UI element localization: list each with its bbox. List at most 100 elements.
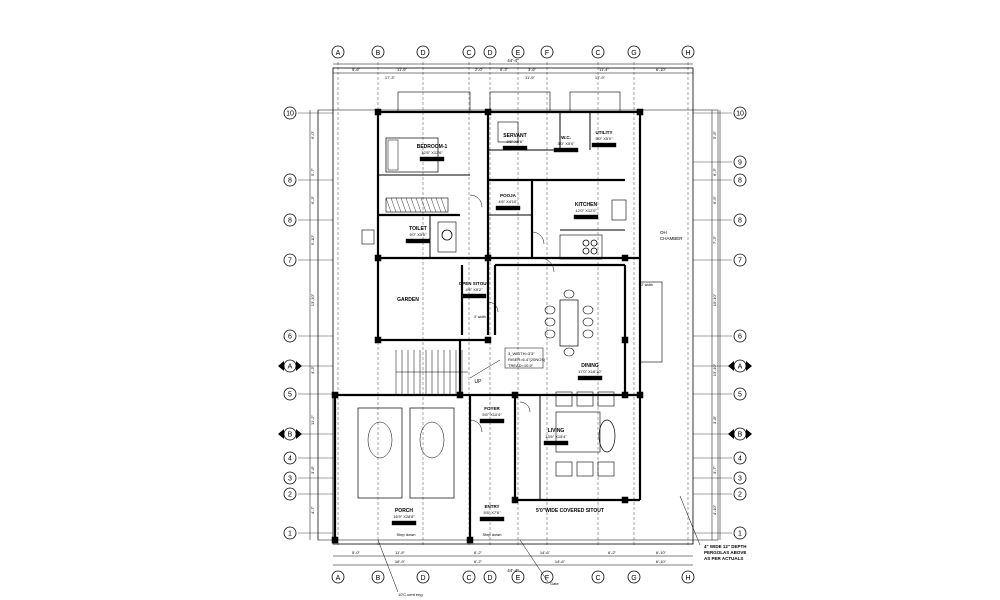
toilet-fixture xyxy=(437,221,457,253)
section-marker xyxy=(278,361,302,371)
room-size-porch: 16'9" X28'8" xyxy=(393,514,415,519)
room-size-dining: 17'0" X16'10" xyxy=(578,369,602,374)
dimension-bottom-2: 6'-10" xyxy=(656,559,667,564)
chair xyxy=(582,329,594,339)
grid-label-right: A xyxy=(738,364,743,371)
grid-label-right: 7 xyxy=(738,258,742,265)
grid-label-left: 1 xyxy=(288,531,292,538)
grid-label-top: E xyxy=(516,50,521,57)
stove-burner xyxy=(590,247,598,255)
tag-box xyxy=(495,205,521,211)
grid-label-left: 5 xyxy=(288,392,292,399)
room-name-porch: PORCH xyxy=(395,508,413,514)
column xyxy=(466,536,474,544)
dimension-bottom-2: 6'-2" xyxy=(474,559,483,564)
room-name-foyer: FOYER xyxy=(484,406,500,411)
door-swing xyxy=(539,257,555,273)
leader-line xyxy=(519,539,549,583)
grid-bubble-right xyxy=(733,155,747,169)
grid-label-right: 4 xyxy=(738,456,742,463)
tag-box xyxy=(479,516,505,522)
dimension-right: 4'-10" xyxy=(712,504,717,515)
chair xyxy=(563,347,575,357)
kitchen-counter xyxy=(559,234,603,260)
grid-bubble-left xyxy=(283,487,297,501)
hatch xyxy=(430,197,437,213)
hatch xyxy=(395,197,402,213)
grid-bubble-left xyxy=(283,253,297,267)
chair xyxy=(582,317,594,327)
pillows xyxy=(387,139,399,171)
grid-label-left: 8 xyxy=(288,218,292,225)
dimension-left: 6'-0" xyxy=(310,130,315,139)
column xyxy=(621,496,629,504)
sofa-seat xyxy=(597,461,615,477)
column xyxy=(331,536,339,544)
grid-bubble-bottom xyxy=(371,570,385,584)
bed xyxy=(385,137,439,173)
grid-bubble-left xyxy=(283,106,297,120)
step-down-note: Step down xyxy=(483,532,502,537)
door-swing xyxy=(519,401,531,413)
room-name-wc: W.C. xyxy=(561,135,571,140)
dimension-bottom-2: 16'-9" xyxy=(395,559,406,564)
window-bay xyxy=(397,91,471,113)
chair xyxy=(582,305,594,315)
gate-note: Gate xyxy=(550,581,559,586)
grid-label-left: A xyxy=(288,364,293,371)
leader-line xyxy=(377,539,399,593)
room-size-entry: 5'6" X7'6" xyxy=(483,510,501,515)
dimension-top: 6'-3" xyxy=(500,67,509,72)
grid-bubble-left xyxy=(283,471,297,485)
column xyxy=(484,336,492,344)
dimension-right: 3'-7" xyxy=(712,465,717,474)
grid-label-right: 1 xyxy=(738,531,742,538)
chair xyxy=(563,289,575,299)
grid-bubble-right xyxy=(733,213,747,227)
grid-bubble-top xyxy=(540,45,554,59)
room-size-wc: 3'0" X5'0" xyxy=(557,141,575,146)
grid-label-bottom: E xyxy=(516,575,521,582)
labels-layer: AABBDDCCDDEEFFCCGGHH108876A5B43211098876… xyxy=(286,50,746,597)
section-marker xyxy=(278,429,302,439)
room-size-toilet: 9'0" X5'0" xyxy=(409,232,427,237)
grid-bubble-right xyxy=(733,253,747,267)
grid-label-top: A xyxy=(336,50,341,57)
dimension-left: 5'-10" xyxy=(310,234,315,245)
stair-note-box xyxy=(504,347,544,369)
room-name-covered_sitout: 5'0"WIDE COVERED SITOUT xyxy=(536,508,604,514)
door-swing xyxy=(487,301,499,313)
dimension-top: 11'-9" xyxy=(397,67,407,72)
grid-bubble-right xyxy=(733,387,747,401)
dimension-right: 5'-5" xyxy=(712,130,717,139)
grid-bubble-top xyxy=(591,45,605,59)
grid-bubble-top xyxy=(416,45,430,59)
stair-note: 3_WIDTH=3'3" xyxy=(508,351,535,356)
section-marker xyxy=(728,361,752,371)
hatch xyxy=(420,197,427,213)
dimension-left: 6'-3" xyxy=(310,195,315,204)
dimension-bottom: 6'-10" xyxy=(656,550,667,555)
grid-bubble-right xyxy=(733,451,747,465)
tag-box xyxy=(391,520,417,526)
grid-label-right: 10 xyxy=(736,111,744,118)
room-name-bedroom: BEDROOM-1 xyxy=(417,144,448,150)
column xyxy=(636,108,644,116)
dimension-right: 6'-3" xyxy=(712,167,717,176)
column xyxy=(484,254,492,262)
grid-bubble-top xyxy=(627,45,641,59)
dimension-right: 13'-10" xyxy=(712,363,717,376)
wc-bowl xyxy=(441,229,453,241)
hatch xyxy=(405,197,412,213)
pergola-note: AS PER ACTUALS xyxy=(704,556,743,561)
pergola-note: PERGOLAS ABOVE xyxy=(704,550,746,555)
grid-label-left: 4 xyxy=(288,456,292,463)
hatch xyxy=(435,197,442,213)
room-name-kitchen: KITCHEN xyxy=(575,202,598,208)
grid-bubble-right xyxy=(733,487,747,501)
grid-label-top: C xyxy=(466,50,471,57)
hatch xyxy=(410,197,417,213)
grid-label-right: 8 xyxy=(738,178,742,185)
grid-bubble-right xyxy=(733,173,747,187)
